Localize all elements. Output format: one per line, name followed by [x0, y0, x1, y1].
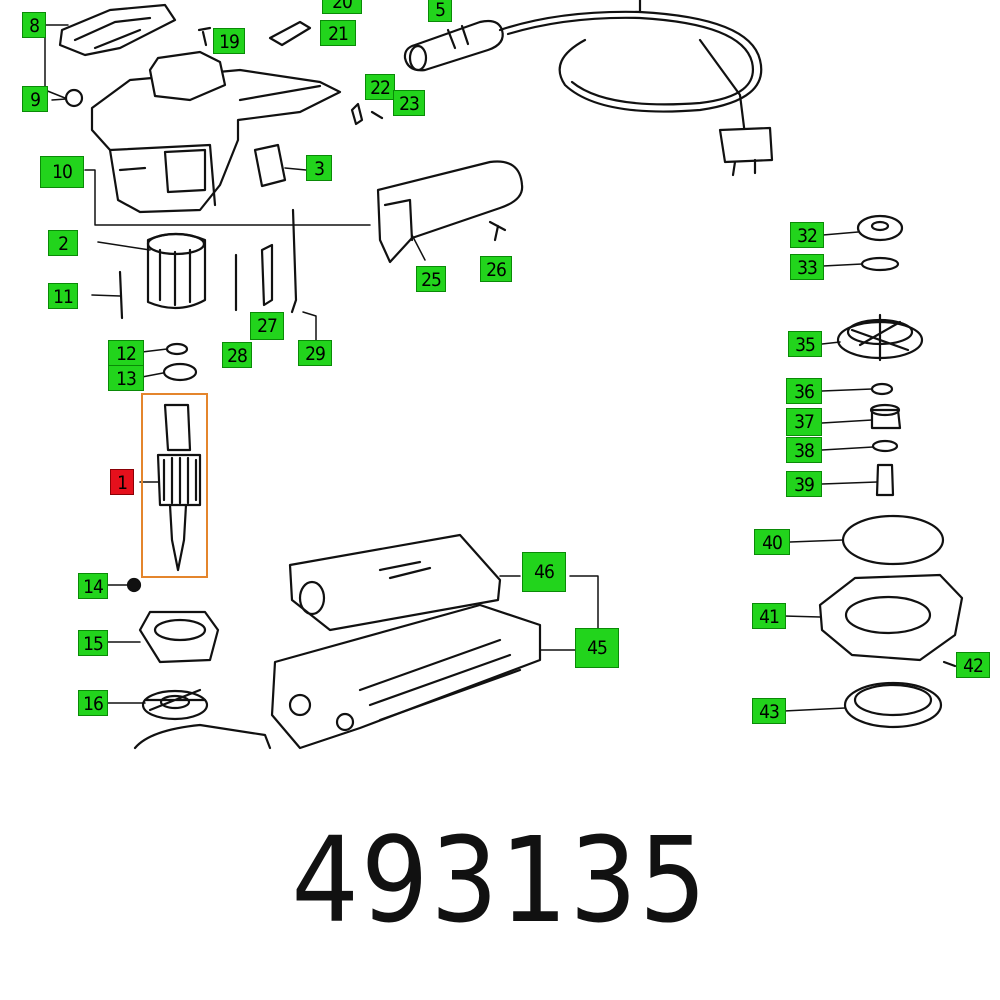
part-number: 493135 — [291, 811, 709, 949]
label-29[interactable]: 29 — [298, 340, 332, 366]
part-42-screw — [942, 660, 957, 668]
label-15[interactable]: 15 — [78, 630, 108, 656]
part-14-bearing — [126, 577, 142, 593]
label-37[interactable]: 37 — [786, 408, 822, 436]
part-33-ring — [860, 256, 900, 272]
part-8-cover — [58, 3, 177, 57]
label-3[interactable]: 3 — [306, 155, 332, 181]
part-40-gasket — [841, 514, 945, 566]
label-46[interactable]: 46 — [522, 552, 566, 592]
part-12-washer — [165, 342, 189, 356]
part-25-handle — [376, 160, 524, 264]
part-3-switch — [253, 143, 287, 188]
part-23-screw — [370, 110, 384, 120]
label-13[interactable]: 13 — [108, 365, 144, 391]
part-5-sleeve — [403, 19, 504, 72]
label-25[interactable]: 25 — [416, 266, 446, 292]
label-5[interactable]: 5 — [428, 0, 452, 22]
part-38-washer — [871, 439, 899, 453]
part-11-screw — [118, 270, 124, 320]
parts-drawing — [44, 0, 964, 750]
label-38[interactable]: 38 — [786, 437, 822, 463]
part-29-cable — [290, 208, 298, 314]
label-28[interactable]: 28 — [222, 342, 252, 368]
part-2-stator — [146, 232, 207, 310]
label-26[interactable]: 26 — [480, 256, 512, 282]
label-33[interactable]: 33 — [790, 254, 824, 280]
label-27[interactable]: 27 — [250, 312, 284, 340]
label-45[interactable]: 45 — [575, 628, 619, 668]
label-22[interactable]: 22 — [365, 74, 395, 100]
label-35[interactable]: 35 — [788, 331, 822, 357]
part-13-bearing — [162, 362, 198, 382]
label-41[interactable]: 41 — [752, 603, 786, 629]
label-16[interactable]: 16 — [78, 690, 108, 716]
connector-lines — [84, 169, 371, 226]
part-39-shaft — [875, 463, 895, 497]
part-37-nut — [869, 403, 902, 430]
exploded-parts-diagram: 8 20 5 19 21 9 22 23 10 3 2 25 26 32 33 … — [22, 0, 990, 750]
part-46-dust-bag — [288, 533, 502, 632]
part-35-gear — [836, 313, 924, 362]
label-12[interactable]: 12 — [108, 340, 144, 366]
part-15-holder — [138, 610, 220, 664]
label-23[interactable]: 23 — [393, 90, 425, 116]
label-43[interactable]: 43 — [752, 698, 786, 724]
label-9[interactable]: 9 — [22, 86, 48, 112]
label-32[interactable]: 32 — [790, 222, 824, 248]
label-42[interactable]: 42 — [956, 652, 990, 678]
label-40[interactable]: 40 — [754, 529, 790, 555]
part-27-brush-holder — [260, 243, 274, 307]
part-41-housing — [818, 573, 964, 662]
label-21[interactable]: 21 — [320, 20, 356, 46]
label-36[interactable]: 36 — [786, 378, 822, 404]
part-45-adapter — [270, 603, 542, 750]
label-39[interactable]: 39 — [786, 471, 822, 497]
part-43-ring — [843, 681, 943, 729]
label-19[interactable]: 19 — [213, 28, 245, 54]
part-36-ring — [870, 382, 894, 396]
part-19-screw — [197, 26, 212, 47]
power-cord — [498, 0, 774, 177]
label-2[interactable]: 2 — [48, 230, 78, 256]
part-1-armature — [156, 403, 202, 572]
part-21-brush — [268, 20, 312, 47]
gear-housing-partial — [133, 723, 272, 750]
label-14[interactable]: 14 — [78, 573, 108, 599]
label-8[interactable]: 8 — [22, 12, 46, 38]
part-16-fan — [141, 688, 209, 721]
label-11[interactable]: 11 — [48, 283, 78, 309]
label-1-selected[interactable]: 1 — [110, 469, 134, 495]
label-20[interactable]: 20 — [322, 0, 362, 14]
label-10[interactable]: 10 — [40, 156, 84, 188]
part-10-housing — [64, 50, 342, 214]
part-32-bearing — [856, 214, 904, 242]
part-22-spring — [350, 102, 364, 126]
part-26-screw — [488, 220, 507, 242]
